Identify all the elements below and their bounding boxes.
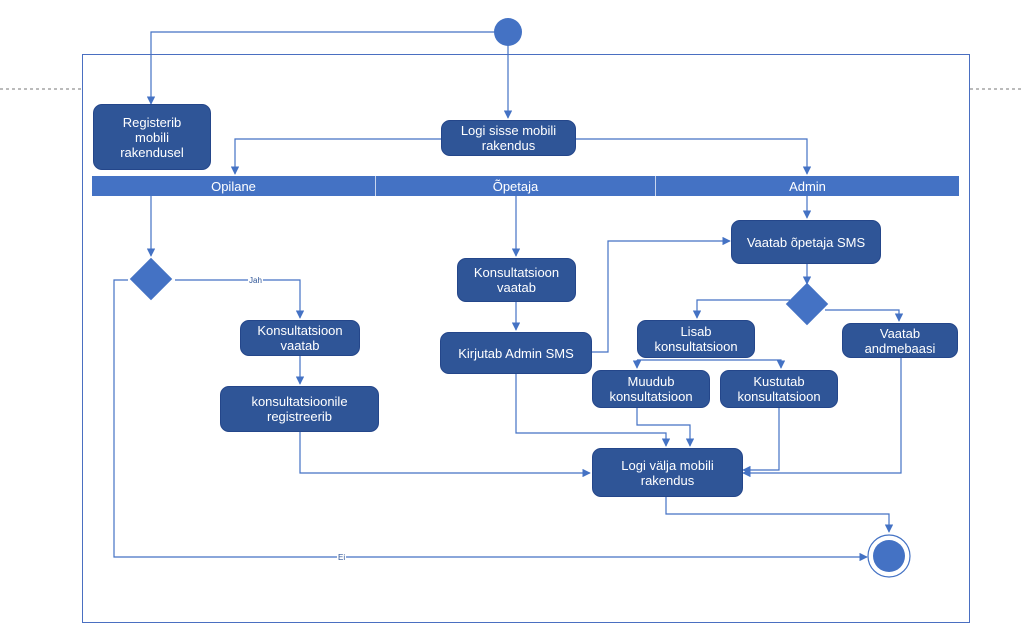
action-vaatab-opetaja-sms: Vaatab õpetaja SMS <box>731 220 881 264</box>
action-konsultatsioonile-registreerib: konsultatsioonile registreerib <box>220 386 379 432</box>
edge-registreerib-to-logi-valja <box>299 432 591 478</box>
start-node <box>494 18 522 46</box>
end-node <box>873 540 905 572</box>
edge-decision-to-andmebaasi <box>825 309 904 322</box>
edge-kirjutab-to-logi-valja <box>515 374 671 447</box>
action-logi-valja: Logi välja mobili rakendus <box>592 448 743 497</box>
lane-header-admin: Admin <box>656 176 959 196</box>
edge-decision-to-lisab <box>692 299 790 319</box>
edge-decision-ei <box>113 279 868 562</box>
action-muudub-konsultatsioon: Muudub konsultatsioon <box>592 370 710 408</box>
action-logi-sisse: Logi sisse mobili rakendus <box>441 120 576 156</box>
edge-kustutab-to-logi-valja <box>742 408 780 475</box>
edge-andmebaasi-to-logi-valja <box>742 358 902 478</box>
edge-lisab-to-muudub <box>637 359 786 369</box>
guard-jah: Jah <box>248 276 263 285</box>
lane-header-opetaja: Õpetaja <box>376 176 656 196</box>
edge-muudub-to-logi-valja <box>636 408 695 447</box>
edge-start-to-registerib <box>146 31 497 105</box>
edge-logi-to-opilane <box>230 138 441 175</box>
action-registerib: Registerib mobili rakendusel <box>93 104 211 170</box>
action-kustutab-konsultatsioon: Kustutab konsultatsioon <box>720 370 838 408</box>
edge-decision-jah <box>175 279 305 319</box>
action-konsultatsioon-vaatab-opilane: Konsultatsioon vaatab <box>240 320 360 356</box>
guard-ei: Ei <box>337 553 347 562</box>
edge-kirjutab-to-vaatab-sms <box>592 236 731 353</box>
action-lisab-konsultatsioon: Lisab konsultatsioon <box>637 320 755 358</box>
lane-header-opilane: Opilane <box>92 176 376 196</box>
edge-logi-to-admin <box>576 138 812 175</box>
action-vaatab-andmebaasi: Vaatab andmebaasi <box>842 323 958 358</box>
edge-logi-valja-to-end <box>665 497 894 533</box>
action-konsultatsioon-vaatab-opetaja: Konsultatsioon vaatab <box>457 258 576 302</box>
action-kirjutab-admin-sms: Kirjutab Admin SMS <box>440 332 592 374</box>
swimlane-pool <box>82 54 970 623</box>
